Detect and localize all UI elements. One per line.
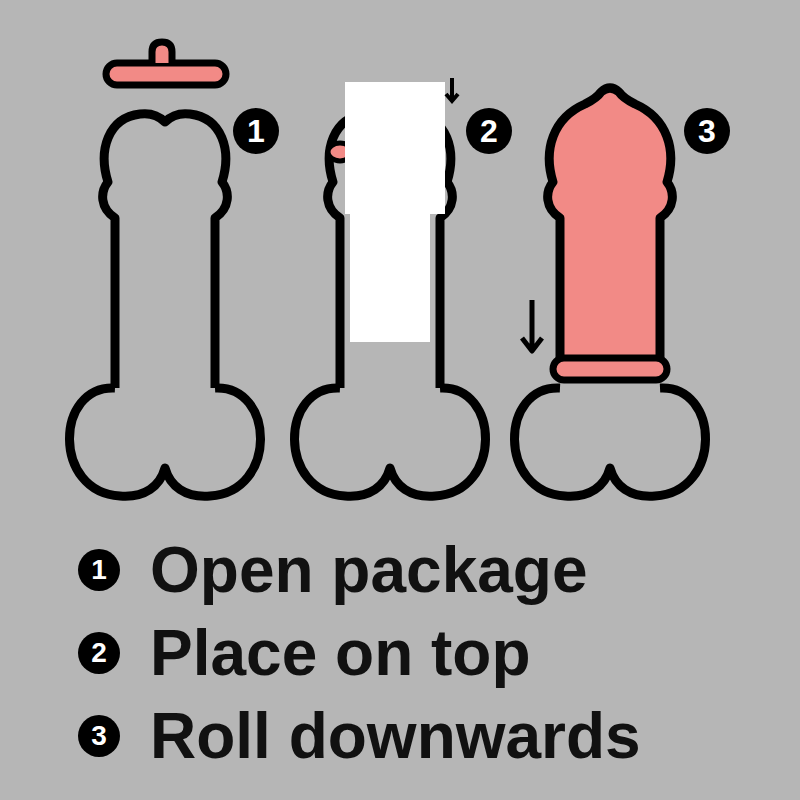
figure-open-package	[69, 42, 260, 496]
callout-number: 3	[684, 108, 730, 154]
step-text: Open package	[150, 538, 588, 602]
step-text: Roll downwards	[150, 704, 641, 768]
callout-number: 2	[466, 108, 512, 154]
callout-number: 1	[233, 108, 279, 154]
figure-roll-downwards	[514, 88, 705, 496]
step-bullet: 2	[78, 632, 120, 674]
obscured-area	[345, 78, 458, 342]
step-bullet: 3	[78, 715, 120, 757]
step-text: Place on top	[150, 621, 531, 685]
step-bullet: 1	[78, 549, 120, 591]
